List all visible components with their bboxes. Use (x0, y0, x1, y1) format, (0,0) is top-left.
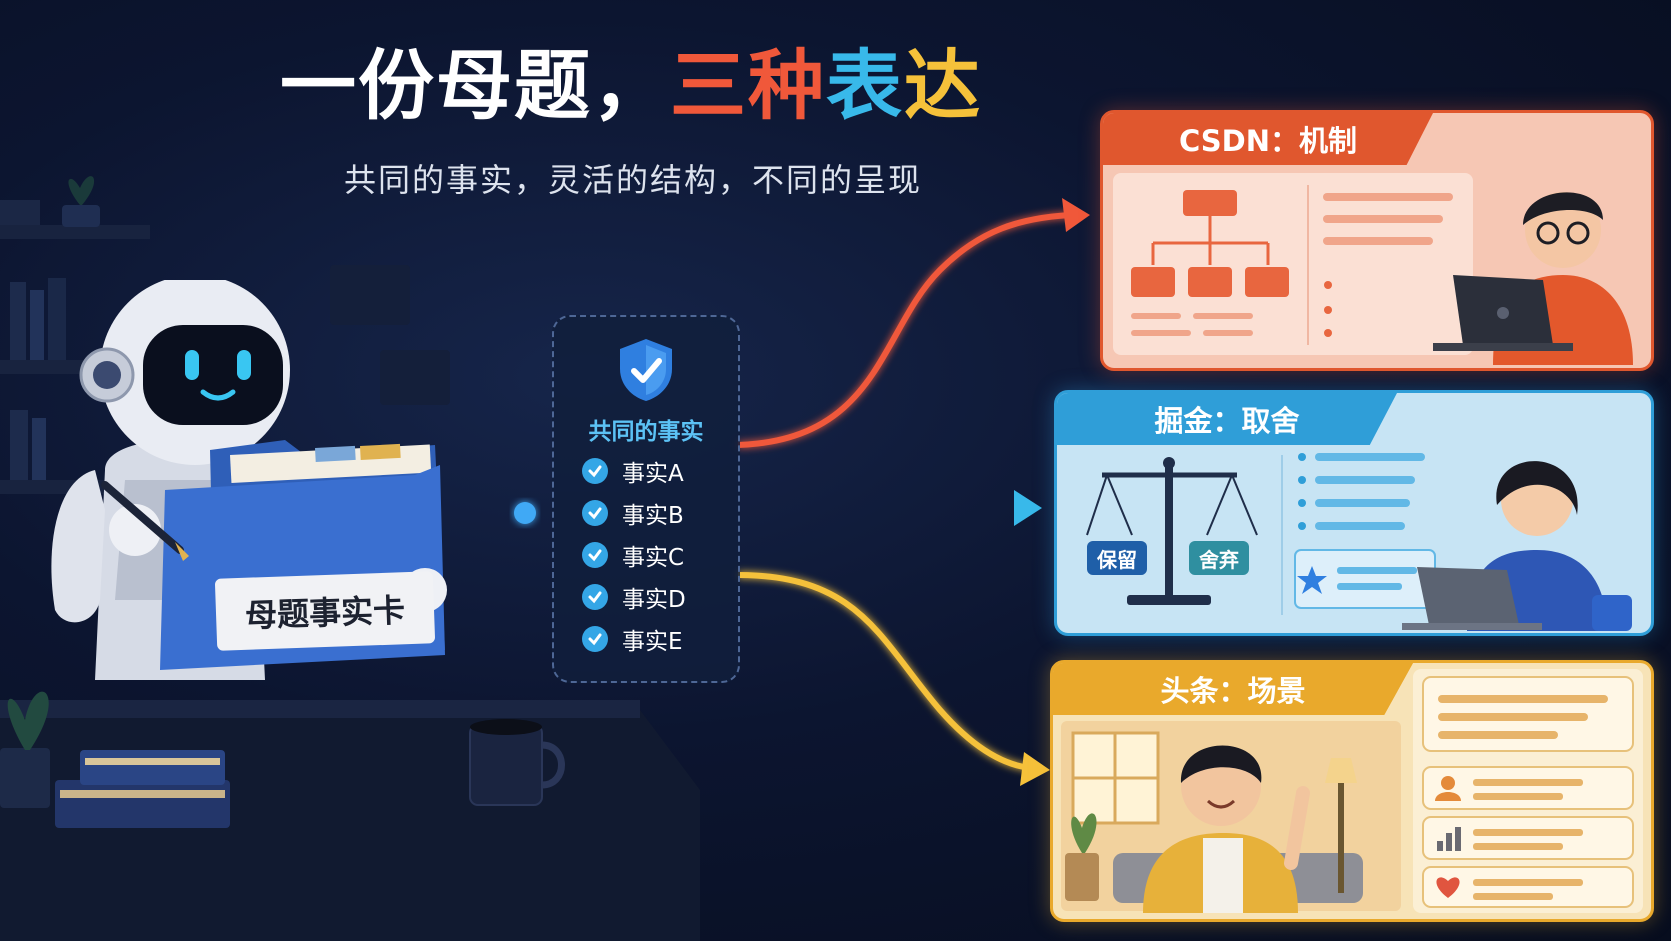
discard-tag: 舍弃 (1189, 541, 1249, 575)
title-part-1: 一份母题， (280, 41, 670, 130)
flowchart-illustration (1113, 173, 1633, 365)
title-part-4: 达 (904, 41, 982, 130)
fact-item: 事实C (582, 539, 684, 571)
laptop-icon (1433, 275, 1573, 351)
check-icon (582, 584, 608, 610)
card-toutiao-title-overlay: 头条：场景 (1053, 663, 1413, 715)
fact-label: 事实D (622, 587, 686, 613)
arrow-head-toutiao (1020, 752, 1050, 786)
scale-icon (1086, 457, 1258, 605)
card-csdn-title: CSDN：机制 (1103, 113, 1433, 165)
scene-illustration (1061, 669, 1643, 913)
card-juejin: 掘金：取舍 (1054, 390, 1654, 636)
card-toutiao: 头条：场景 (1050, 660, 1654, 922)
check-icon (582, 500, 608, 526)
fact-label: 事实C (622, 545, 685, 571)
check-icon (582, 458, 608, 484)
laptop-icon (1402, 567, 1542, 630)
user-icon (1435, 776, 1461, 801)
shield-check-icon (620, 339, 672, 401)
arrow-head-csdn (1062, 198, 1090, 232)
title-part-3: 表 (826, 41, 904, 130)
fact-item: 事实D (582, 581, 686, 613)
facts-title: 共同的事实 (588, 419, 704, 445)
facts-panel: 共同的事实 事实A 事实B 事实C 事实D 事实E (552, 315, 740, 683)
fact-label: 事实E (622, 629, 683, 655)
scale-illustration (1086, 453, 1632, 631)
fact-item: 事实A (582, 455, 684, 487)
fact-label: 事实A (622, 461, 684, 487)
keep-tag: 保留 (1087, 541, 1147, 575)
check-icon (582, 626, 608, 652)
heart-icon (1436, 877, 1460, 898)
card-csdn: CSDN：机制 (1100, 110, 1654, 371)
card-juejin-title: 掘金：取舍 (1057, 393, 1397, 445)
star-icon (1297, 566, 1327, 594)
arrow-to-toutiao (737, 572, 1031, 771)
title-part-2: 三种 (670, 41, 826, 130)
fact-label: 事实B (622, 503, 684, 529)
arrow-to-csdn (737, 212, 1071, 448)
check-icon (582, 542, 608, 568)
connector-dot (514, 502, 536, 524)
subtitle: 共同的事实，灵活的结构，不同的呈现 (344, 161, 923, 199)
arrow-head-juejin (1014, 490, 1042, 526)
bar-chart-icon (1437, 827, 1461, 851)
fact-item: 事实E (582, 623, 683, 655)
fact-item: 事实B (582, 497, 684, 529)
main-title: 一份母题，三种表达 (280, 48, 982, 124)
